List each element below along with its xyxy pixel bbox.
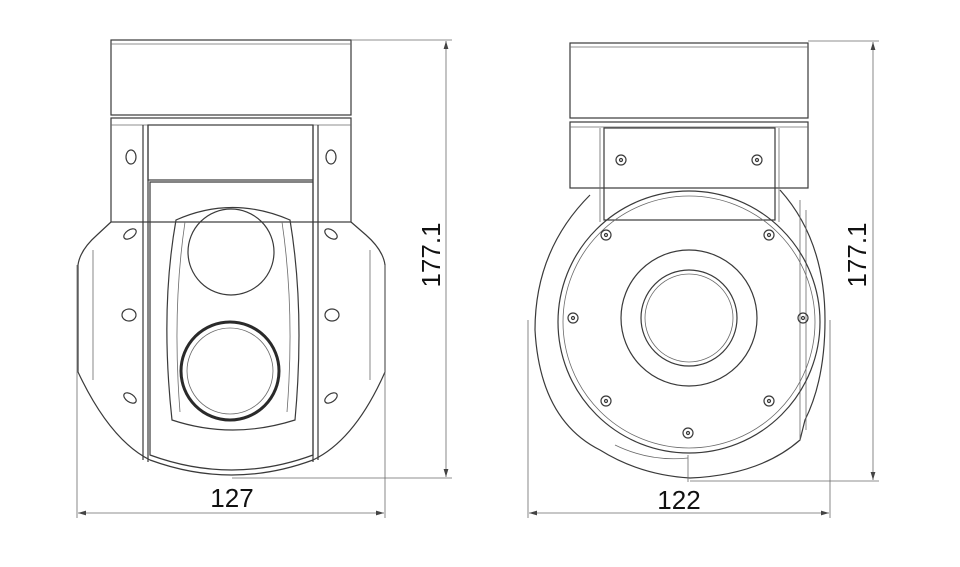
side-width-dimension: 122 [657,485,700,515]
front-top-mount-box [110,39,352,116]
front-bracket [110,117,352,223]
side-lens-housing [620,249,758,387]
front-bracket-center-plate [147,124,314,181]
front-camera-face [166,207,300,431]
front-upper-lens [187,208,275,296]
side-height-dimension: 177.1 [842,222,872,287]
side-body-outline [534,189,826,479]
side-bracket-plate [603,127,776,221]
front-width-dimension: 127 [210,483,253,513]
front-mount-holes [121,149,340,404]
side-view: 122 177.1 [527,40,879,518]
front-body-outline [77,221,386,476]
side-bracket [569,121,809,189]
front-view: 127 177.1 [76,39,452,518]
side-lens [640,269,738,367]
side-screws [567,154,809,439]
front-height-dimension: 177.1 [416,222,446,287]
front-lower-lens-ring [179,320,281,422]
side-rotor-disc [557,190,821,454]
side-top-mount-box [569,42,809,119]
